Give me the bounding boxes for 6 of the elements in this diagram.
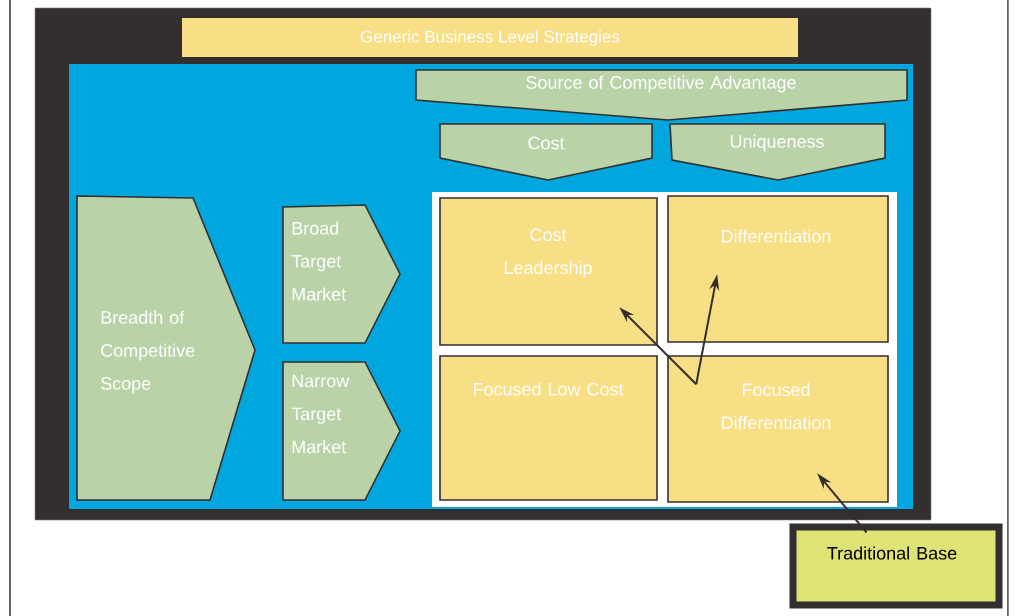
strategy-box: Cost Leadership: [439, 197, 658, 346]
note-box: Traditional Base: [789, 523, 1003, 609]
strategy-box: Focused Differentiation: [667, 355, 889, 503]
title-band: Generic Business Level Strategies: [182, 18, 798, 57]
strategy-box: Differentiation: [667, 195, 889, 343]
strategy-box: Focused Low Cost: [439, 355, 658, 501]
